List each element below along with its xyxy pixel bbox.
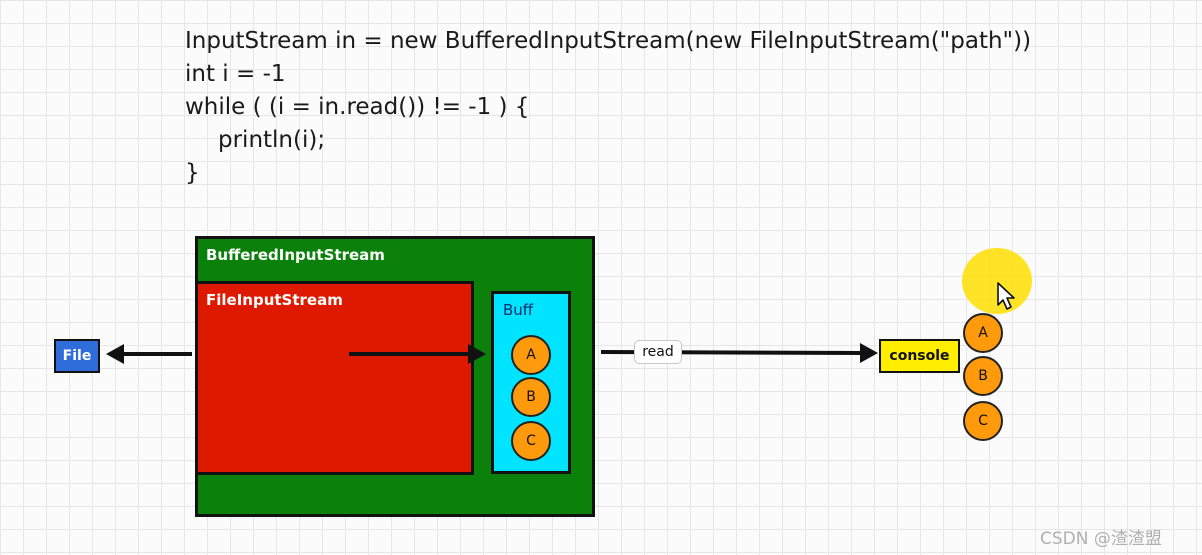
file-box: File (54, 339, 100, 373)
buff-label: Buff (503, 301, 534, 319)
file-input-stream-label: FileInputStream (206, 291, 343, 309)
buffered-input-stream-label: BufferedInputStream (206, 246, 385, 264)
code-line-3: while ( (i = in.read()) != -1 ) { (185, 94, 530, 120)
arrow-file-to-buff (349, 344, 486, 364)
file-input-stream-box: FileInputStream (195, 281, 474, 475)
mouse-pointer-icon (997, 282, 1015, 310)
console-item-b: B (963, 356, 1003, 396)
console-item-a: A (963, 313, 1003, 353)
code-line-1: InputStream in = new BufferedInputStream… (185, 28, 1032, 54)
buffer-item-c: C (511, 421, 551, 461)
arrow-to-file (106, 344, 192, 364)
console-item-c: C (963, 401, 1003, 441)
cursor-highlight (962, 248, 1032, 314)
code-line-5: } (185, 160, 200, 186)
code-snippet: InputStream in = new BufferedInputStream… (185, 25, 1031, 190)
code-line-2: int i = -1 (185, 61, 286, 87)
watermark: CSDN @渣渣盟 (1040, 529, 1162, 549)
buffer-item-a: A (511, 335, 551, 375)
console-box: console (879, 339, 960, 373)
code-line-4: println(i); (218, 127, 326, 153)
buffer-item-b: B (511, 377, 551, 417)
read-label: read (634, 340, 682, 364)
